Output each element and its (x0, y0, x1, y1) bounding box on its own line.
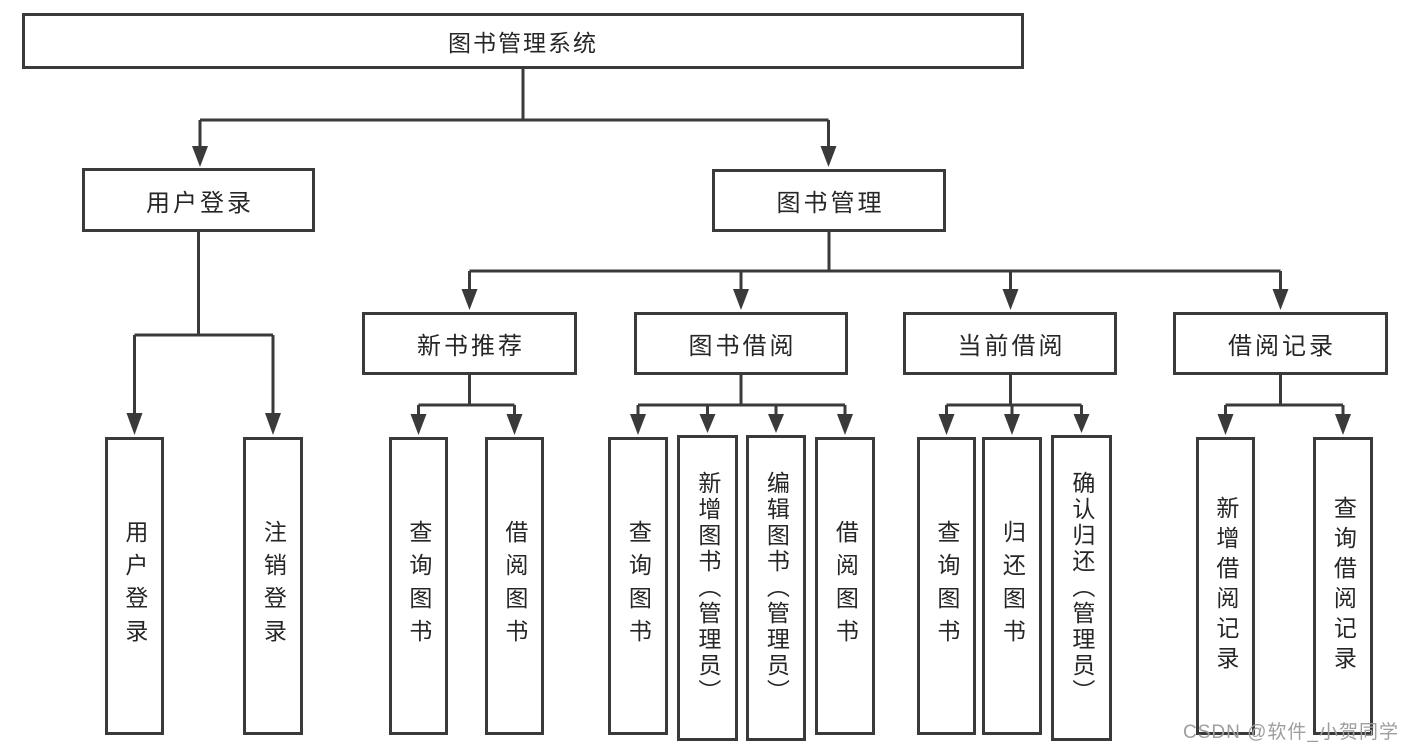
leaf-borrow-books-borrowing: 借阅图书 (815, 437, 875, 735)
leaf-borrow-books-recommend-label: 借阅图书 (501, 520, 528, 652)
leaf-confirm-return-admin: 确认归还（管理员） (1051, 435, 1112, 741)
node-root-label: 图书管理系统 (448, 30, 598, 56)
node-book-borrowing-label: 图书借阅 (688, 333, 797, 360)
node-new-book-recommend-label: 新书推荐 (417, 333, 525, 360)
leaf-user-login-label: 用户登录 (121, 520, 148, 652)
leaf-query-books-current: 查询图书 (917, 437, 976, 735)
node-borrowing-records: 借阅记录 (1173, 312, 1388, 375)
leaf-confirm-return-admin-label: 确认归还（管理员） (1068, 471, 1095, 705)
leaf-logout-label: 注销登录 (260, 520, 287, 652)
leaf-return-books: 归还图书 (982, 437, 1042, 735)
node-current-borrowing: 当前借阅 (903, 312, 1117, 375)
node-root-system: 图书管理系统 (22, 13, 1024, 69)
leaf-borrow-books-recommend: 借阅图书 (485, 437, 544, 735)
node-borrowing-records-label: 借阅记录 (1228, 333, 1336, 360)
leaf-query-borrow-record: 查询借阅记录 (1313, 437, 1373, 735)
leaf-query-books-borrowing: 查询图书 (608, 437, 668, 735)
csdn-watermark: CSDN @软件_小贺同学 (1183, 722, 1399, 743)
node-book-management-label: 图书管理 (776, 190, 885, 217)
node-current-borrowing-label: 当前借阅 (957, 333, 1066, 360)
leaf-logout: 注销登录 (243, 437, 303, 735)
node-user-login-label: 用户登录 (146, 189, 254, 217)
leaf-query-books-current-label: 查询图书 (933, 520, 960, 652)
leaf-add-borrow-record-label: 新增借阅记录 (1212, 496, 1239, 676)
leaf-return-books-label: 归还图书 (999, 520, 1026, 652)
leaf-query-borrow-record-label: 查询借阅记录 (1330, 496, 1357, 676)
node-book-borrowing: 图书借阅 (634, 312, 848, 375)
node-new-book-recommend: 新书推荐 (362, 312, 577, 375)
leaf-user-login: 用户登录 (105, 437, 164, 735)
leaf-query-books-recommend-label: 查询图书 (405, 520, 432, 652)
node-book-management: 图书管理 (712, 169, 946, 232)
leaf-edit-books-admin: 编辑图书（管理员） (746, 435, 806, 741)
leaf-add-books-admin: 新增图书（管理员） (677, 435, 738, 741)
leaf-add-borrow-record: 新增借阅记录 (1196, 437, 1255, 735)
leaf-edit-books-admin-label: 编辑图书（管理员） (763, 471, 790, 705)
node-user-login: 用户登录 (82, 168, 315, 232)
leaf-query-books-borrowing-label: 查询图书 (625, 520, 652, 652)
leaf-query-books-recommend: 查询图书 (389, 437, 448, 735)
leaf-borrow-books-borrowing-label: 借阅图书 (832, 520, 859, 652)
leaf-add-books-admin-label: 新增图书（管理员） (694, 471, 721, 705)
